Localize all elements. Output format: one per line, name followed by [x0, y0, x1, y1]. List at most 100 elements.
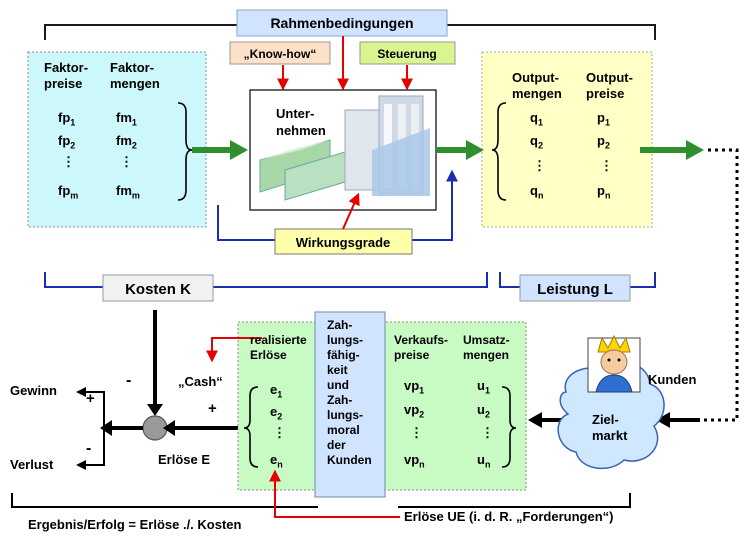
plus-sign-erloese: +	[208, 400, 217, 417]
u-1: u1	[477, 378, 490, 396]
erloese-ue-arrow	[269, 469, 400, 518]
vp-header-2: preise	[394, 348, 430, 362]
e-2: e2	[270, 404, 283, 422]
p-1: p1	[597, 110, 610, 128]
fm-m: fmm	[116, 183, 140, 201]
wirkungsgrade-line-right	[412, 169, 458, 241]
flow-arrow-output-to-market	[640, 140, 704, 160]
zahlung-line-4: keit	[327, 363, 348, 377]
flow-arrow-enterprise-to-output	[436, 140, 484, 160]
u-dots: ⋮	[481, 425, 494, 440]
fm-2: fm2	[116, 133, 137, 151]
p-2: p2	[597, 133, 610, 151]
vp-2: vp2	[404, 402, 425, 420]
q-2: q2	[530, 133, 543, 151]
zahlung-line-7: lungs-	[327, 408, 363, 422]
factor-box	[27, 51, 207, 228]
wirkungsgrade-label: Wirkungsgrade	[296, 235, 391, 250]
gewinn-arrow	[76, 387, 105, 428]
customer-icon	[587, 334, 641, 393]
vp-dots: ⋮	[410, 425, 423, 440]
factory-building-icon	[259, 95, 430, 201]
kosten-bracket	[44, 272, 488, 288]
zahlung-line-9: der	[327, 438, 346, 452]
e-n: en	[270, 452, 283, 470]
p-header-2: preise	[586, 86, 625, 101]
erloese-e-label: Erlöse E	[158, 452, 211, 467]
flow-arrow-factor-to-enterprise	[192, 140, 248, 160]
zahlung-line-8: moral	[327, 423, 360, 437]
revenue-brace-left	[243, 386, 259, 468]
plus-sign-gewinn: +	[86, 390, 95, 407]
q-header-1: Output-	[512, 70, 559, 85]
e-dots: ⋮	[273, 425, 286, 440]
zahlung-line-10: Kunden	[327, 453, 372, 467]
minus-sign-verlust: -	[86, 440, 92, 457]
zahlung-line-3: fähig-	[327, 348, 360, 362]
fm-header-2: mengen	[110, 76, 160, 91]
fp-2: fp2	[58, 133, 76, 151]
kosten-box	[102, 274, 214, 302]
fm-header-1: Faktor-	[110, 60, 155, 75]
knowhow-label: „Know-how“	[244, 47, 317, 61]
verlust-label: Verlust	[10, 457, 54, 472]
arrow-into-zielmarkt	[656, 412, 700, 428]
zielmarkt-label-1: Ziel-	[592, 412, 619, 427]
steuerung-box	[359, 41, 456, 65]
vp-1: vp1	[404, 378, 425, 396]
gewinn-label: Gewinn	[10, 383, 57, 398]
u-n: un	[477, 452, 491, 470]
fp-m: fpm	[58, 183, 79, 201]
bracket-gap	[318, 498, 398, 512]
zahlung-line-1: Zah-	[327, 318, 353, 332]
fp-dots: ⋮	[62, 154, 75, 169]
leistung-label: Leistung L	[537, 281, 613, 298]
realisierte-label: realisierte	[250, 333, 307, 347]
kosten-label: Kosten K	[125, 281, 191, 298]
u-2: u2	[477, 402, 490, 420]
ergebnis-label: Ergebnis/Erfolg = Erlöse ./. Kosten	[28, 517, 242, 532]
zahlung-line-2: lungs-	[327, 333, 363, 347]
p-dots: ⋮	[600, 158, 613, 173]
erloese-ue-label: Erlöse UE (i. d. R. „Forderungen“)	[404, 509, 614, 524]
verlust-arrow	[76, 428, 105, 470]
e-1: e1	[270, 382, 283, 400]
fp-1: fp1	[58, 110, 76, 128]
cash-label: „Cash“	[178, 374, 223, 389]
q-1: q1	[530, 110, 543, 128]
q-dots: ⋮	[533, 158, 546, 173]
vp-n: vpn	[404, 452, 425, 470]
leistung-box	[519, 274, 631, 302]
steuerung-label: Steuerung	[377, 47, 436, 61]
rahmen-label: Rahmenbedingungen	[270, 15, 413, 31]
revenue-brace-right	[501, 386, 517, 468]
wirkungsgrade-arrow	[342, 192, 360, 230]
knowhow-box	[229, 41, 331, 65]
output-brace	[491, 102, 507, 201]
fm-dots: ⋮	[120, 154, 133, 169]
minus-sign-kosten: -	[126, 372, 132, 389]
output-box	[481, 51, 653, 228]
zahlung-line-6: Zah-	[327, 393, 353, 407]
enterprise-label-1: Unter-	[276, 106, 315, 121]
dotted-market-link	[700, 148, 739, 422]
enterprise-label-2: nehmen	[276, 123, 326, 138]
vp-header-1: Verkaufs-	[394, 333, 449, 347]
cash-arrow	[206, 337, 262, 363]
wirkungsgrade-line-left	[217, 205, 275, 241]
erloese-label: Erlöse	[250, 348, 287, 362]
zahlung-line-5: und	[327, 378, 349, 392]
u-header-2: mengen	[463, 348, 510, 362]
zielmarkt-label-2: markt	[592, 428, 628, 443]
p-n: pn	[597, 183, 611, 201]
kunden-label: Kunden	[648, 372, 697, 387]
fp-header-1: Faktor-	[44, 60, 89, 75]
fp-header-2: preise	[44, 76, 83, 91]
zahlung-box	[314, 311, 386, 498]
q-header-2: mengen	[512, 86, 562, 101]
fm-1: fm1	[116, 110, 137, 128]
q-n: qn	[530, 183, 544, 201]
u-header-1: Umsatz-	[463, 333, 510, 347]
p-header-1: Output-	[586, 70, 633, 85]
